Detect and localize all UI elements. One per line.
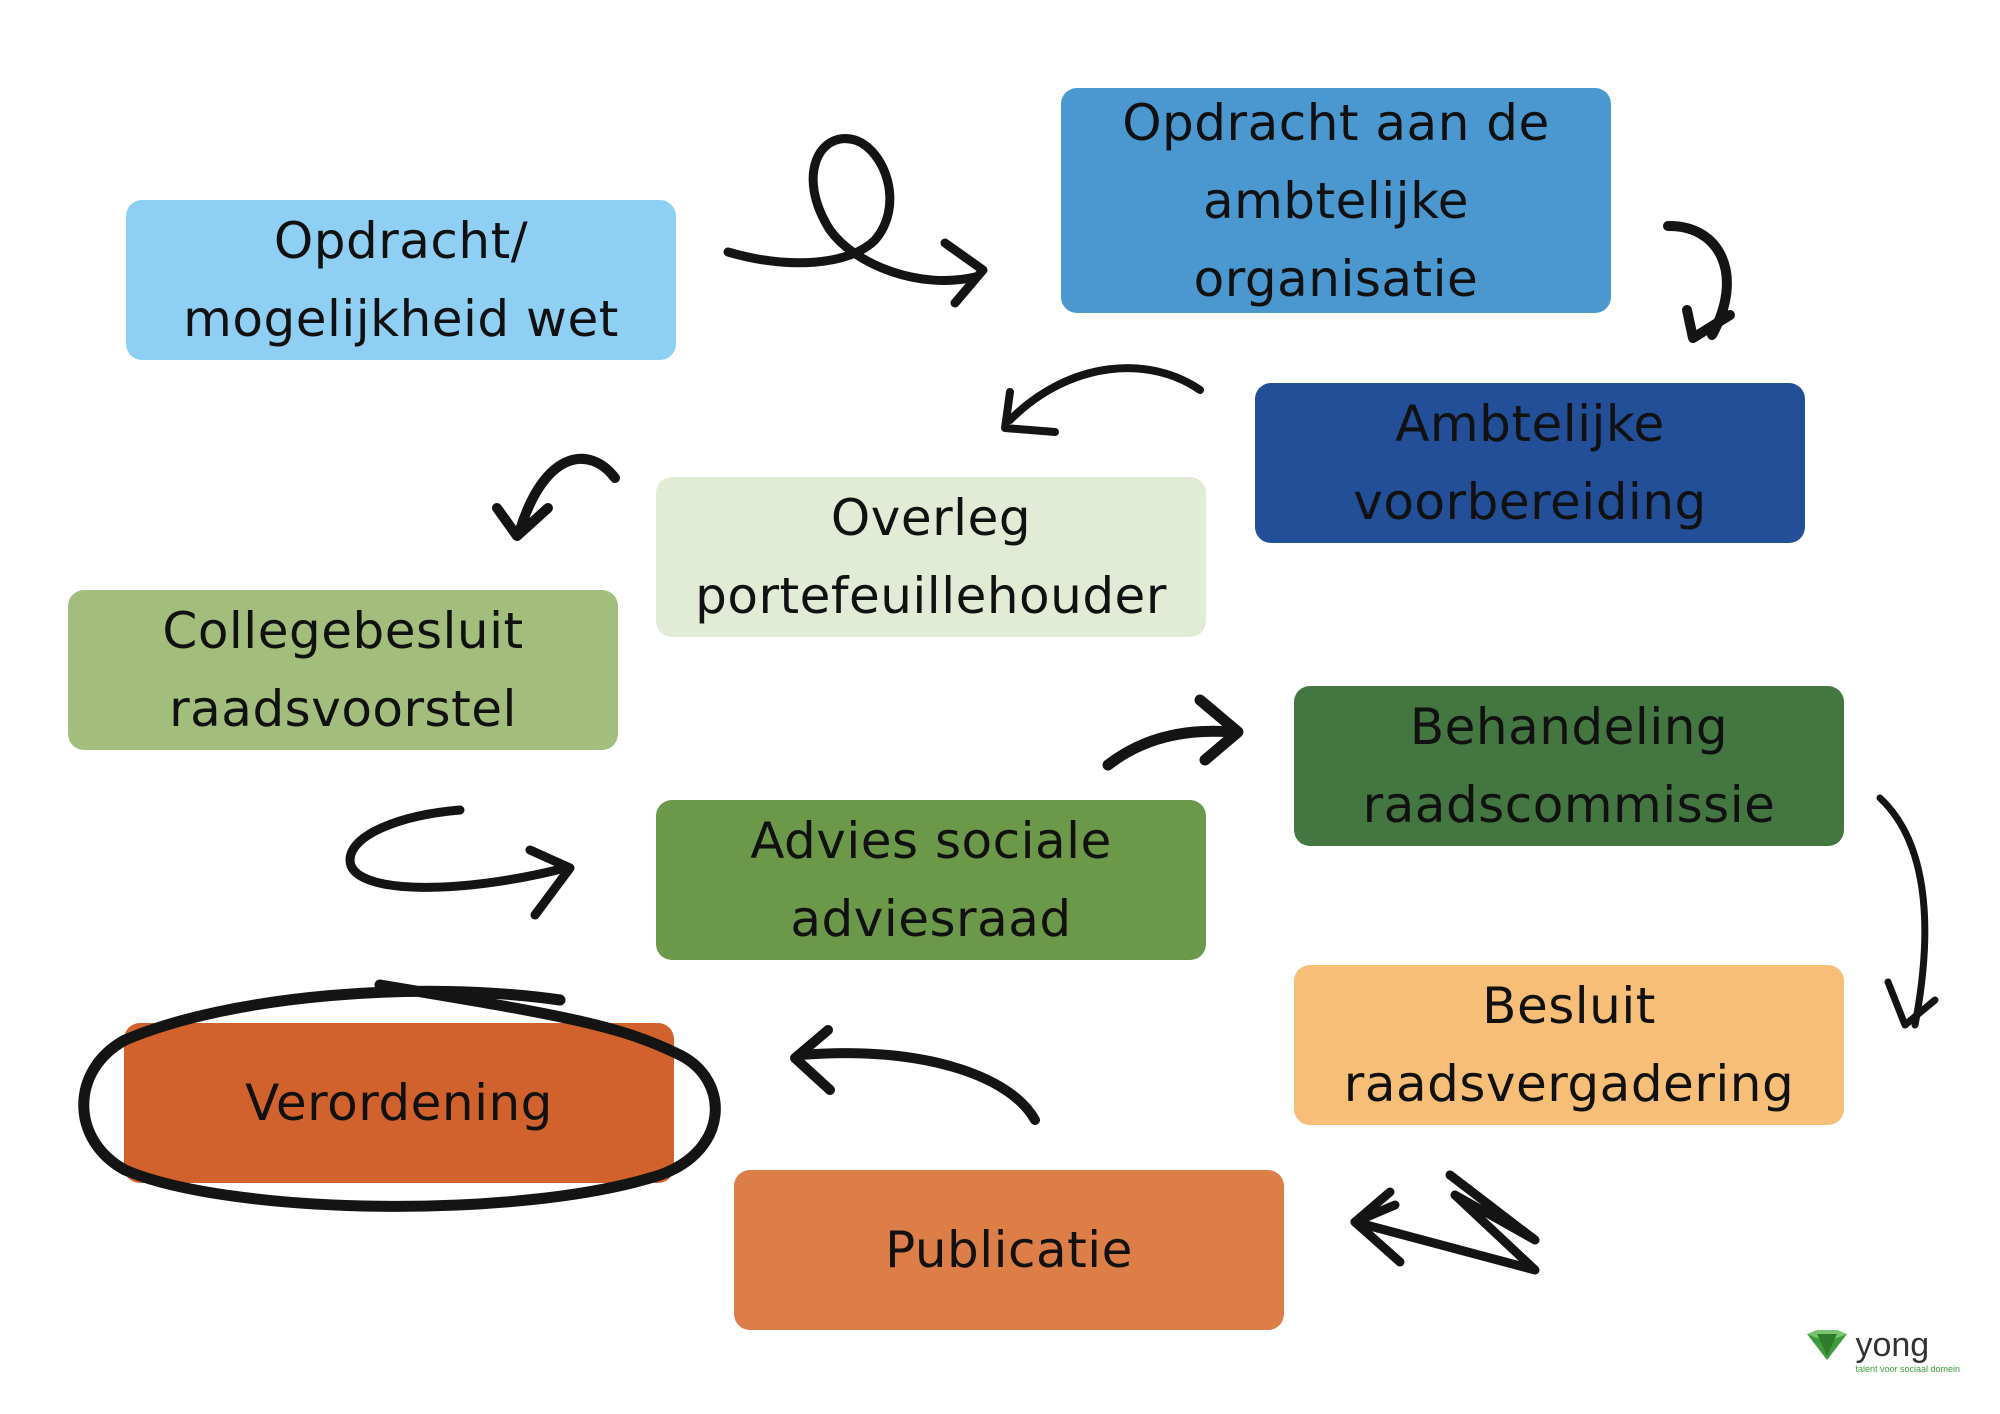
curved-left-arrow-icon [1001,364,1204,436]
curved-left-arrow-icon [492,453,620,541]
yong-logo: yong talent voor sociaal domein [1805,1328,1960,1374]
step-opdracht-mogelijkheid-wet: Opdracht/mogelijkheid wet [126,200,676,360]
step-verordening: Verordening [124,1023,674,1183]
step-label-line: Behandeling [1409,698,1729,756]
step-label-line: adviesraad [790,890,1072,948]
logo-tagline: talent voor sociaal domein [1855,1364,1960,1374]
diamond-logo-icon [1807,1330,1848,1360]
step-label-line: ambtelijke [1202,171,1470,230]
step-label-line: voorbereiding [1353,473,1707,531]
step-behandeling-raadscommissie: Behandeling raadscommissie [1294,686,1844,846]
step-label-line: portefeuillehouder [695,567,1167,625]
curved-left-arrow-icon [790,1025,1040,1125]
step-label-line: Collegebesluit [162,602,524,660]
step-label-line: Overleg [830,489,1032,547]
step-label-line: Ambtelijke [1395,395,1665,453]
step-label-line: Besluit [1482,977,1656,1035]
step-label-line: Verordening [245,1074,553,1132]
step-publicatie: Publicatie [734,1170,1284,1330]
step-advies-sociale-adviesraad: Advies sociale adviesraad [656,800,1206,960]
loop-arrow-icon [723,134,988,308]
step-label-line: mogelijkheid wet [183,290,619,348]
step-label-line: Advies sociale [750,812,1112,870]
step-label-line: raadsvoorstel [169,680,517,738]
step-label-line: raadsvergadering [1343,1055,1795,1113]
step-ambtelijke-voorbereiding: Ambtelijke voorbereiding [1255,383,1805,543]
zigzag-arrow-icon [1350,1170,1540,1275]
step-label-line: raadscommissie [1362,776,1776,834]
step-collegebesluit-raadsvoorstel: Collegebesluit raadsvoorstel [68,590,618,750]
step-label-line: Opdracht aan de [1122,93,1550,152]
step-opdracht-ambtelijke-organisatie: Opdracht aan de ambtelijke organisatie [1061,88,1611,313]
logo-name: yong [1855,1326,1930,1364]
step-label-line: Publicatie [885,1221,1133,1279]
curved-right-arrow-icon [1102,694,1244,771]
curved-down-arrow-icon [1663,220,1735,343]
step-overleg-portefeuillehouder: Overleg portefeuillehouder [656,477,1206,637]
curved-down-arrow-icon [1876,794,1939,1029]
loop-arrow-icon [345,805,575,920]
step-besluit-raadsvergadering: Besluit raadsvergadering [1294,965,1844,1125]
step-label-line: Opdracht/ [273,212,529,270]
step-label-line: organisatie [1193,249,1479,308]
